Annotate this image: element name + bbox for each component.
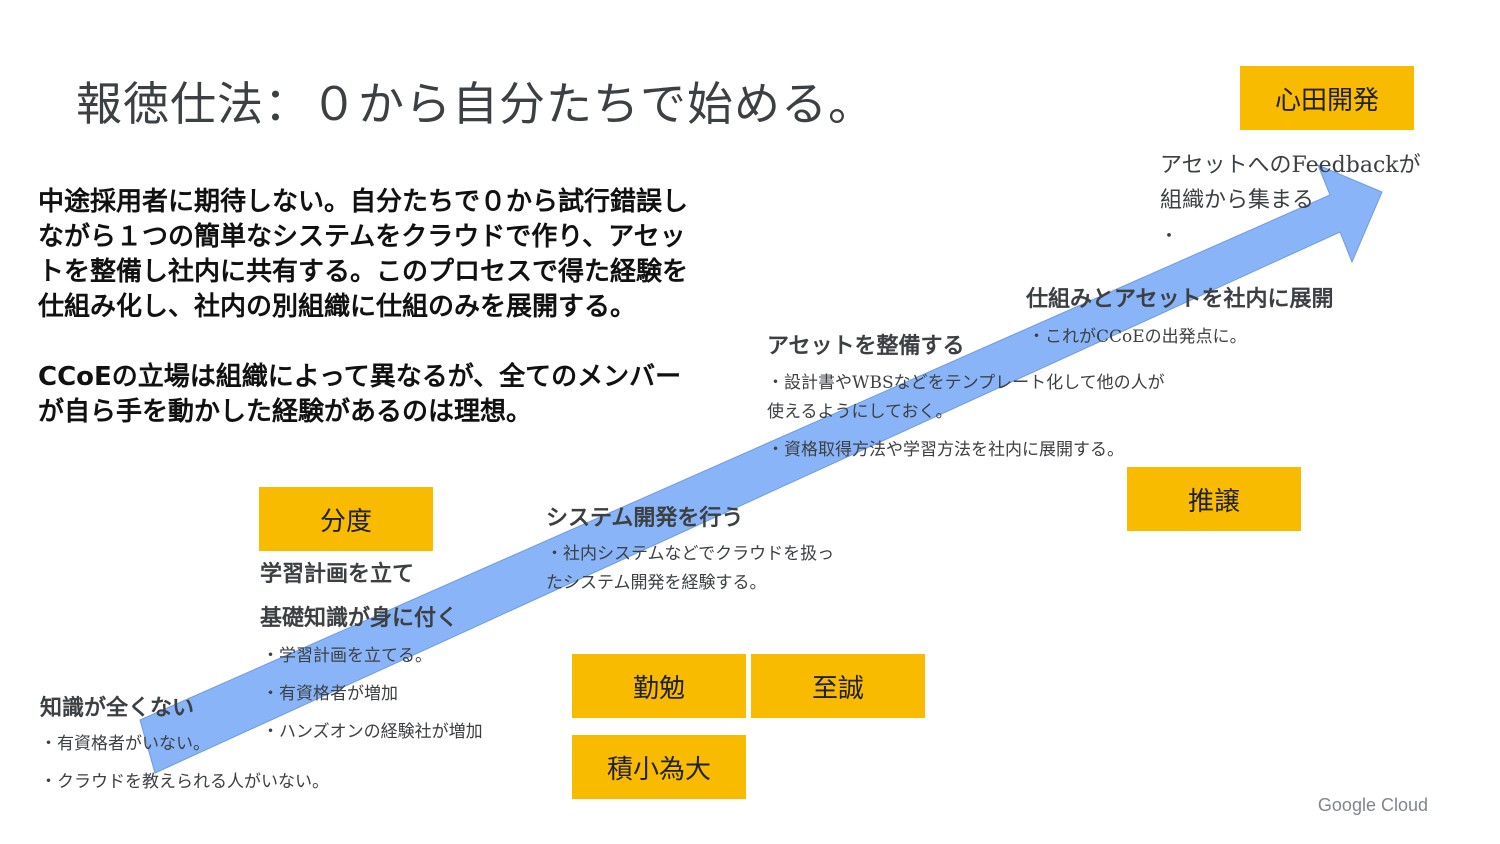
- badge-suijo: 推譲: [1127, 467, 1301, 531]
- growth-arrow-shape: [139, 164, 1383, 774]
- badge-shinden: 心田開発: [1240, 66, 1414, 130]
- lead-paragraph-1: 中途採用者に期待しない。自分たちで０から試行錯誤しながら１つの簡単なシステムをク…: [38, 187, 689, 322]
- stage6-line-1: アセットへのFeedbackが: [1160, 153, 1421, 178]
- page-title: 報徳仕法：０から自分たちで始める。: [76, 77, 875, 131]
- stage2-note: ・有資格者が増加: [262, 684, 398, 704]
- lead-paragraph-2: CCoEの立場は組織によって異なるが、全てのメンバーが自ら手を動かした経験がある…: [38, 362, 682, 427]
- stage2-note: ・学習計画を立てる。: [262, 646, 432, 666]
- stage6-line-2: 組織から集まる: [1160, 188, 1315, 213]
- stage4-heading: アセットを整備する: [767, 333, 965, 359]
- stage5-notes: ・これがCCoEの出発点に。: [1028, 323, 1247, 361]
- google-cloud-logo: Google Cloud: [1317, 795, 1428, 815]
- stage4-note: ・設計書やWBSなどをテンプレート化して他の人が使えるようにしておく。: [767, 373, 1165, 422]
- stage5-note: ・これがCCoEの出発点に。: [1028, 327, 1247, 347]
- stage3-note: ・社内システムなどでクラウドを扱ったシステム開発を経験する。: [546, 544, 835, 593]
- stage5-heading: 仕組みとアセットを社内に展開: [1026, 286, 1334, 312]
- stage1-heading: 知識が全くない: [40, 695, 195, 721]
- stage2-heading-1: 学習計画を立て: [260, 561, 415, 587]
- lead-text: 中途採用者に期待しない。自分たちで０から試行錯誤しながら１つの簡単なシステムをク…: [38, 185, 688, 465]
- stage2-notes: ・学習計画を立てる。 ・有資格者が増加 ・ハンズオンの経験社が増加: [262, 642, 483, 756]
- stage6-line-3: ・: [1160, 226, 1178, 247]
- stage2-heading-2: 基礎知識が身に付く: [260, 605, 459, 631]
- badge-shisei: 至誠: [751, 654, 925, 718]
- stage1-note: ・クラウドを教えられる人がいない。: [40, 772, 329, 792]
- stage4-note: ・資格取得方法や学習方法を社内に展開する。: [767, 440, 1124, 460]
- badge-sekisho: 積小為大: [572, 735, 746, 799]
- stage3-notes: ・社内システムなどでクラウドを扱ったシステム開発を経験する。: [546, 540, 846, 607]
- stage3-heading: システム開発を行う: [546, 505, 744, 531]
- stage4-notes: ・設計書やWBSなどをテンプレート化して他の人が使えるようにしておく。 ・資格取…: [767, 369, 1167, 474]
- stage2-note: ・ハンズオンの経験社が増加: [262, 722, 483, 742]
- stage1-notes: ・有資格者がいない。 ・クラウドを教えられる人がいない。: [40, 730, 329, 806]
- badge-kinben: 勤勉: [572, 654, 746, 718]
- badge-bundo: 分度: [259, 487, 433, 551]
- stage1-note: ・有資格者がいない。: [40, 734, 210, 754]
